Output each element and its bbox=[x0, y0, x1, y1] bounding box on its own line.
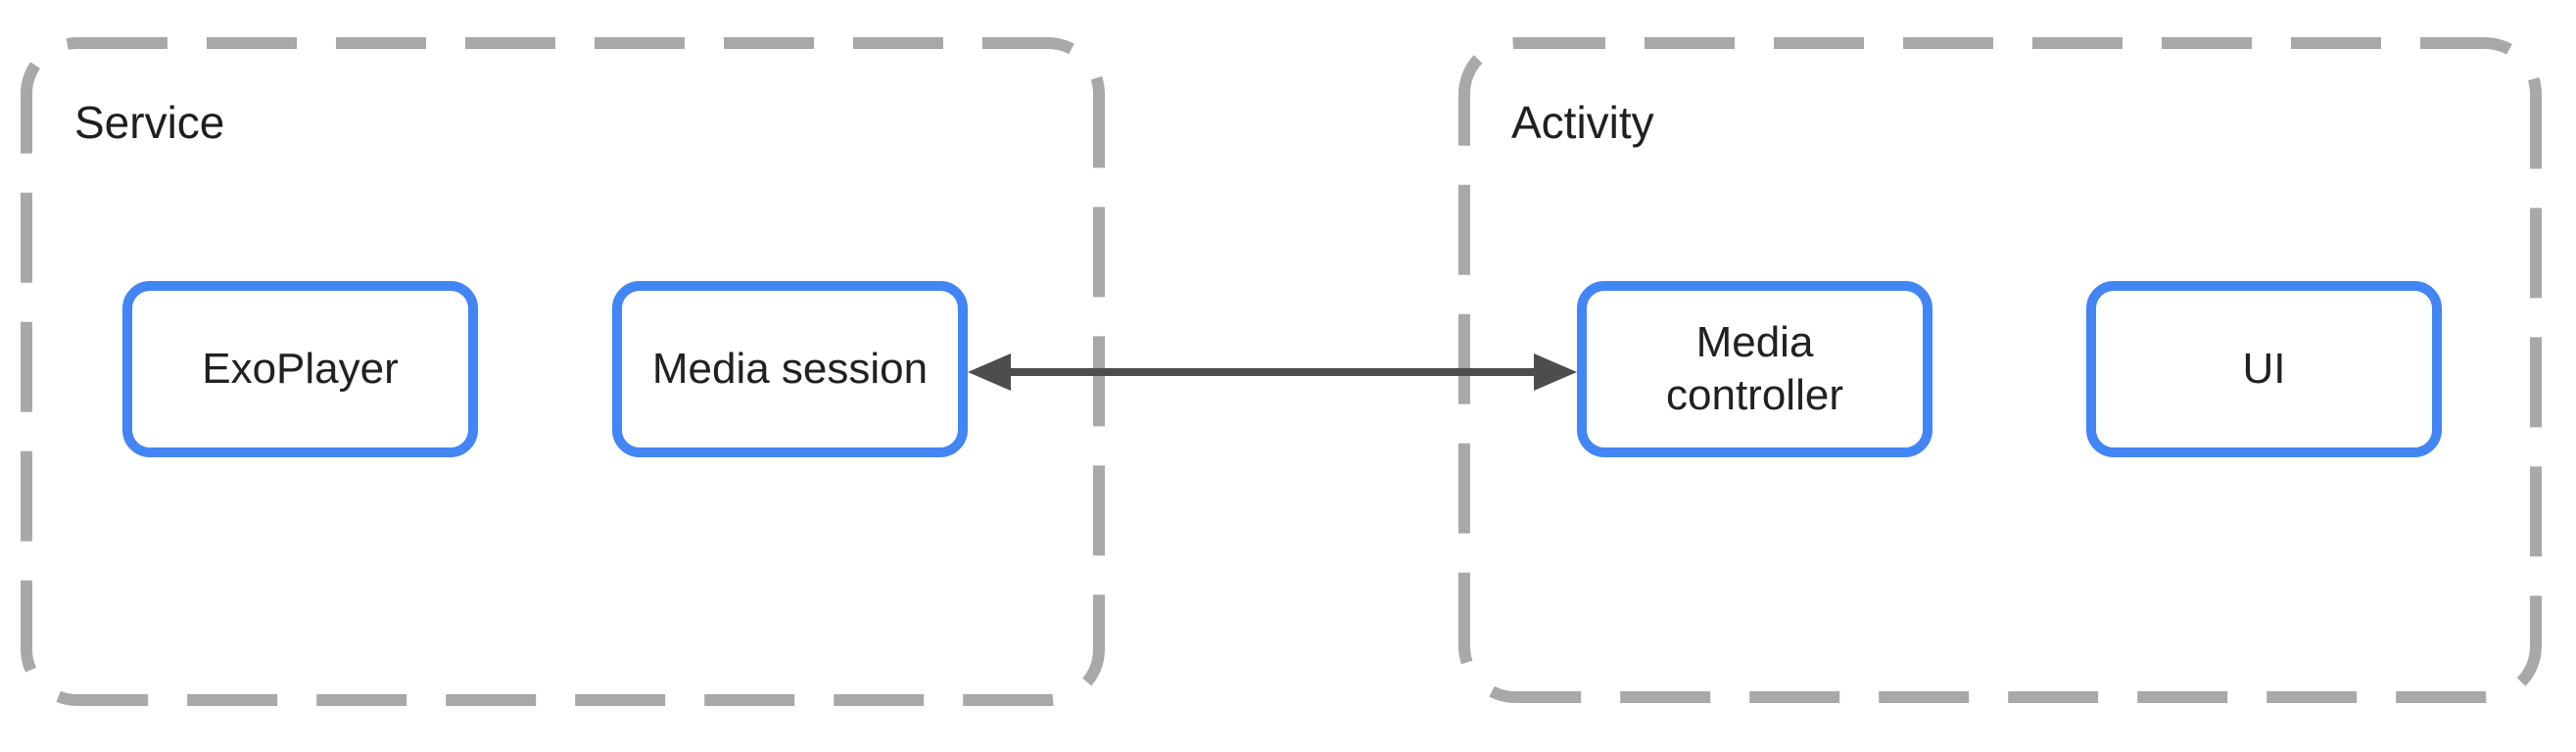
media-controller-label: Media controller bbox=[1666, 318, 1843, 419]
media-session-box: Media session bbox=[612, 281, 968, 457]
ui-label: UI bbox=[2242, 345, 2286, 393]
media-controller-box: Media controller bbox=[1577, 281, 1932, 457]
media-session-label: Media session bbox=[651, 345, 929, 393]
exoplayer-box: ExoPlayer bbox=[122, 281, 478, 457]
activity-group-label: Activity bbox=[1511, 97, 1654, 148]
bidirectional-arrow bbox=[968, 353, 1577, 391]
ui-box: UI bbox=[2086, 281, 2442, 457]
arrowhead-right bbox=[1534, 353, 1577, 391]
exoplayer-label: ExoPlayer bbox=[202, 345, 399, 393]
service-group-label: Service bbox=[74, 97, 225, 148]
arrowhead-left bbox=[968, 353, 1011, 391]
